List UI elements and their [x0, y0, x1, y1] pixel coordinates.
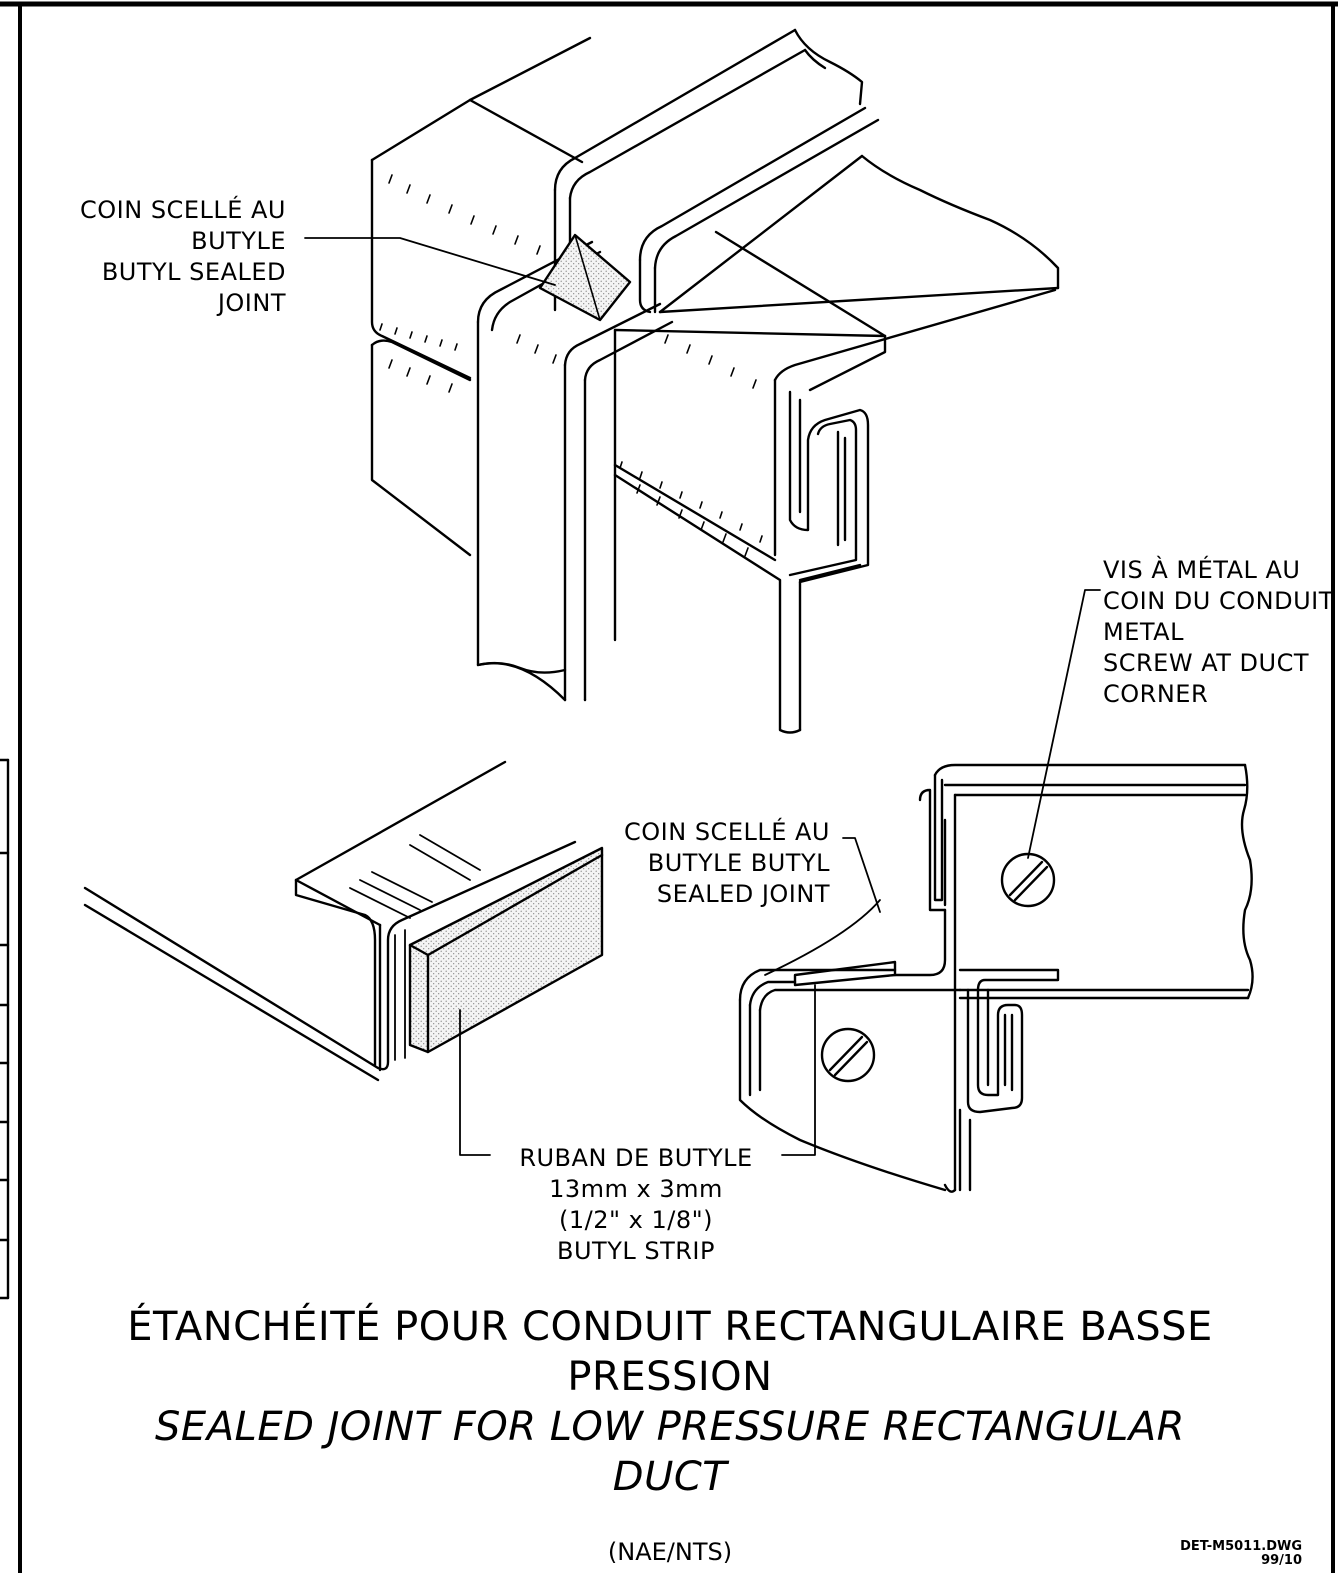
drawing-file: DET-M5011.DWG [1180, 1539, 1302, 1554]
callout-line: BUTYLE [191, 227, 286, 255]
title-english-line-1: SEALED JOINT FOR LOW PRESSURE RECTANGULA… [155, 1404, 1185, 1450]
callout-butyl-strip: RUBAN DE BUTYLE 13mm x 3mm (1/2" x 1/8")… [500, 1143, 772, 1267]
duct-joint-isometric [370, 28, 1060, 734]
callout-line: (1/2" x 1/8") [558, 1206, 713, 1234]
drawing-date: 99/10 [1261, 1553, 1302, 1568]
callout-corner-sealed-joint: COIN SCELLÉ AU BUTYLE BUTYL SEALED JOINT [600, 817, 830, 910]
callout-line: BUTYLE BUTYL [647, 849, 830, 877]
leader-top-left [304, 237, 556, 286]
duct-corner-section [738, 763, 1254, 1193]
callout-line: COIN DU CONDUIT [1103, 587, 1334, 615]
leader-butyl-strip [459, 1009, 491, 1156]
callout-line: JOINT [217, 289, 286, 317]
callout-line: BUTYL STRIP [557, 1237, 715, 1265]
callout-line: METAL [1103, 618, 1184, 646]
callout-line: COIN SCELLÉ AU [80, 196, 286, 224]
title-french-line-2: PRESSION [567, 1354, 773, 1400]
title-french-line-1: ÉTANCHÉITÉ POUR CONDUIT RECTANGULAIRE BA… [127, 1304, 1213, 1350]
callout-line: RUBAN DE BUTYLE [519, 1144, 753, 1172]
drawing-id-block: DET-M5011.DWG 99/10 [1180, 1540, 1302, 1568]
callout-line: VIS À MÉTAL AU [1103, 556, 1301, 584]
callout-line: 13mm x 3mm [549, 1175, 723, 1203]
callout-metal-screw: VIS À MÉTAL AU COIN DU CONDUIT METAL SCR… [1103, 555, 1334, 710]
callout-line: SEALED JOINT [656, 880, 830, 908]
leader-screw [1027, 589, 1101, 859]
leader-butyl-strip-right [781, 984, 816, 1156]
callout-butyl-sealed-joint: COIN SCELLÉ AU BUTYLE BUTYL SEALED JOINT [64, 195, 286, 319]
title-english-line-2: DUCT [612, 1454, 728, 1500]
butyl-strip-detail [83, 760, 604, 1082]
leader-corner-sealed [842, 837, 881, 913]
callout-line: SCREW AT DUCT [1103, 649, 1309, 677]
callout-line: CORNER [1103, 680, 1209, 708]
callout-line: BUTYL SEALED [101, 258, 286, 286]
callout-line: COIN SCELLÉ AU [624, 818, 830, 846]
scale-note: (NAE/NTS) [607, 1538, 733, 1566]
